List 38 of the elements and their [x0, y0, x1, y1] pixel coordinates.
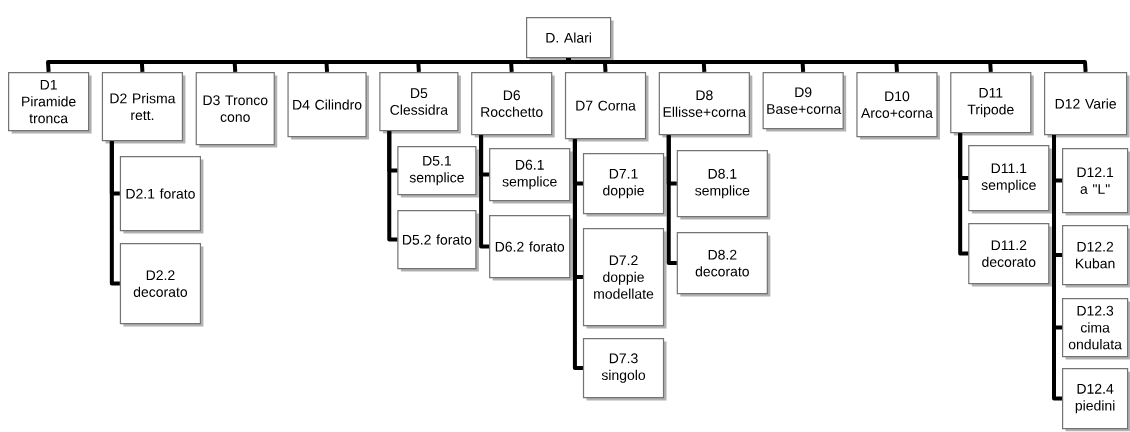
category-box: D12 Varie	[1044, 72, 1130, 138]
subcategory-box: D5.2 forato	[397, 210, 479, 272]
subcategory-box: D12.4 piedini	[1062, 368, 1130, 432]
subcategory-box: D6.2 forato	[489, 215, 573, 281]
subcategory-box: D7.1 doppie	[582, 153, 667, 217]
connector-line	[109, 141, 120, 286]
connector-line	[566, 57, 1088, 73]
subcategory-box: D11.1 semplice	[968, 145, 1052, 214]
subcategory-box: D8.2 decorato	[676, 232, 771, 297]
category-box: D3 Tronco cono	[195, 72, 278, 148]
subcategory-box: D2.1 forato	[119, 156, 204, 234]
subcategory-box: D11.2 decorato	[968, 223, 1052, 287]
subcategory-box: D7.3 singolo	[582, 338, 667, 401]
category-box: D11 Tripode	[950, 72, 1034, 136]
category-box: D6 Rocchetto	[471, 72, 555, 138]
category-box: D8 Ellisse+corna	[658, 72, 753, 138]
connector-line	[1052, 135, 1062, 401]
subcategory-box: D12.3 cima ondulata	[1062, 298, 1130, 360]
root-box: D. Alari	[526, 17, 614, 61]
subcategory-box: D12.2 Kuban	[1062, 225, 1130, 288]
subcategory-box: D6.1 semplice	[489, 148, 573, 204]
category-box: D9 Base+corna	[762, 72, 847, 132]
subcategory-box: D7.2 doppie modellate	[582, 228, 667, 329]
subcategory-box: D2.2 decorato	[119, 243, 204, 327]
connector-line	[387, 131, 398, 242]
connector-line	[572, 139, 583, 371]
category-box: D5 Clessidra	[379, 72, 461, 134]
connector-line	[666, 135, 677, 266]
connector-line	[479, 135, 490, 249]
category-box: D2 Prisma rett.	[101, 72, 186, 144]
subcategory-box: D12.1 a "L"	[1062, 148, 1130, 216]
category-box: D7 Corna	[564, 72, 649, 142]
category-box: D10 Arco+corna	[856, 72, 940, 140]
connector-line	[958, 133, 969, 256]
subcategory-box: D5.1 semplice	[397, 146, 479, 198]
category-box: D1 Piramide tronca	[8, 72, 92, 134]
category-box: D4 Cilindro	[287, 72, 370, 140]
subcategory-box: D8.1 semplice	[676, 150, 771, 220]
